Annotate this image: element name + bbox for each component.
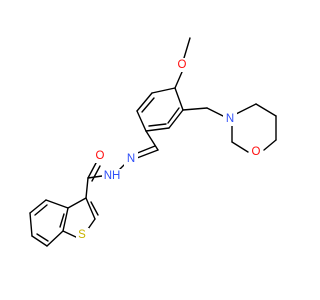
bond-co-double-a	[87, 162, 97, 179]
bond-ch-n-double-b	[134, 145, 156, 155]
bond-ring-ch	[145, 130, 159, 151]
morpholine-ring	[231, 103, 277, 153]
svg-text:O: O	[178, 59, 187, 71]
svg-text:NH: NH	[104, 170, 121, 182]
atom-morpholine-n: N	[223, 112, 237, 126]
atom-thiophene-s: S	[76, 228, 89, 242]
bond-ch-n-double-a	[136, 149, 159, 159]
svg-text:S: S	[78, 229, 86, 241]
atom-amide-nh: NH	[102, 169, 123, 183]
atom-morpholine-o: O	[249, 145, 263, 159]
bond-methyl-o	[183, 37, 191, 59]
atom-carbonyl-o: O	[93, 149, 107, 163]
benzene-ring-2	[29, 199, 69, 247]
svg-text:N: N	[226, 113, 234, 125]
atom-methoxy-o: O	[175, 58, 189, 72]
bond-nh-co	[87, 175, 103, 179]
bond-co-thiophene	[85, 177, 89, 199]
bond-co-double-b	[91, 165, 101, 182]
bond-ring-ch2	[182, 107, 208, 111]
bond-ch2-n	[206, 107, 224, 117]
molecule-structure: O N O O N NH S	[29, 37, 277, 247]
benzene-ring-1	[136, 87, 184, 132]
svg-text:N: N	[127, 153, 135, 165]
thiophene-ring	[62, 197, 99, 239]
svg-text:O: O	[252, 146, 261, 158]
atom-hydrazone-n: N	[124, 152, 138, 166]
svg-text:O: O	[96, 150, 105, 162]
bond-o-ring	[174, 71, 183, 89]
